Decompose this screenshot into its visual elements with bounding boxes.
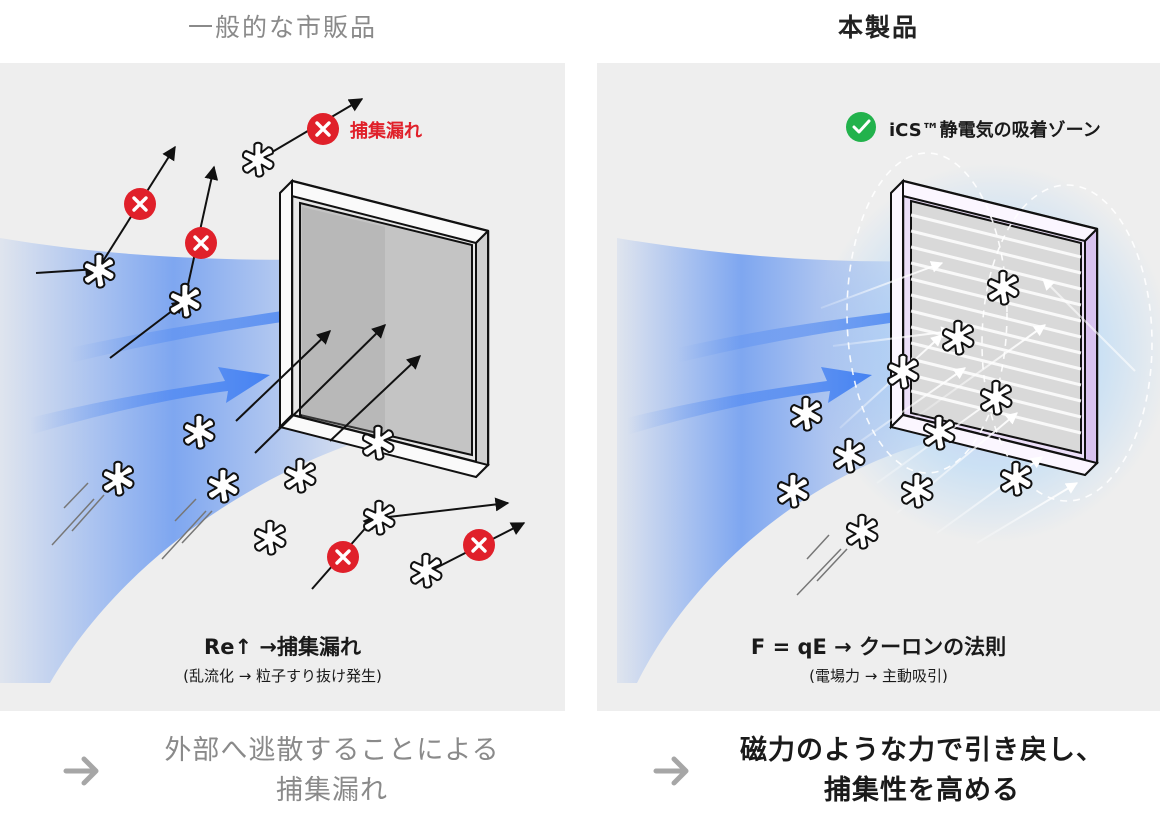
left-conclusion-line2: 捕集漏れ <box>276 775 388 806</box>
leak-label: 捕集漏れ <box>350 121 422 142</box>
right-conclusion-line2: 捕集性を高める <box>824 775 1020 806</box>
left-caption-formula: Re↑ →捕集漏れ <box>204 635 361 659</box>
airflow-arrow <box>677 297 947 363</box>
filter-frame-icon <box>278 178 490 479</box>
left-conclusion-line1: 外部へ逃散することによる <box>164 735 500 766</box>
conventional-diagram <box>0 98 526 683</box>
product-panel: iCS™静電気の吸着ゾーン F = qE → クーロンの法則 (電場力 → 主動… <box>597 63 1160 711</box>
left-caption-note: (乱流化 → 粒子すり抜け発生) <box>183 667 382 685</box>
right-conclusion-line1: 磁力のような力で引き戻し、 <box>740 735 1104 766</box>
right-column-title: 本製品 <box>837 13 919 42</box>
adsorption-zone-outline <box>981 184 1153 502</box>
arrow-right-icon <box>653 756 689 786</box>
right-conclusion: 磁力のような力で引き戻し、 捕集性を高める <box>650 728 1150 814</box>
motion-lines <box>796 534 848 596</box>
filter-frame-icon <box>889 178 1099 477</box>
conventional-product-panel: 捕集漏れ Re↑ →捕集漏れ (乱流化 → 粒子すり抜け発生) <box>0 63 565 711</box>
airflow-arrow <box>70 295 345 363</box>
adsorption-zone-outline <box>846 152 1008 474</box>
airflow-arrow <box>30 367 270 435</box>
airflow-arrow <box>627 367 872 435</box>
check-circle-icon <box>846 112 876 142</box>
adsorption-zone-label: iCS™静電気の吸着ゾーン <box>889 120 1101 141</box>
right-caption-note: (電場力 → 主動吸引) <box>809 667 948 685</box>
arrow-right-icon <box>63 756 99 786</box>
left-column-title: 一般的な市販品 <box>187 13 377 42</box>
motion-lines <box>51 482 213 560</box>
right-caption-formula: F = qE → クーロンの法則 <box>750 635 1007 659</box>
product-diagram <box>617 112 1160 683</box>
left-conclusion-text: 外部へ逃散することによる 捕集漏れ <box>104 731 560 811</box>
right-conclusion-text: 磁力のような力で引き戻し、 捕集性を高める <box>694 731 1150 811</box>
left-conclusion: 外部へ逃散することによる 捕集漏れ <box>60 728 560 814</box>
